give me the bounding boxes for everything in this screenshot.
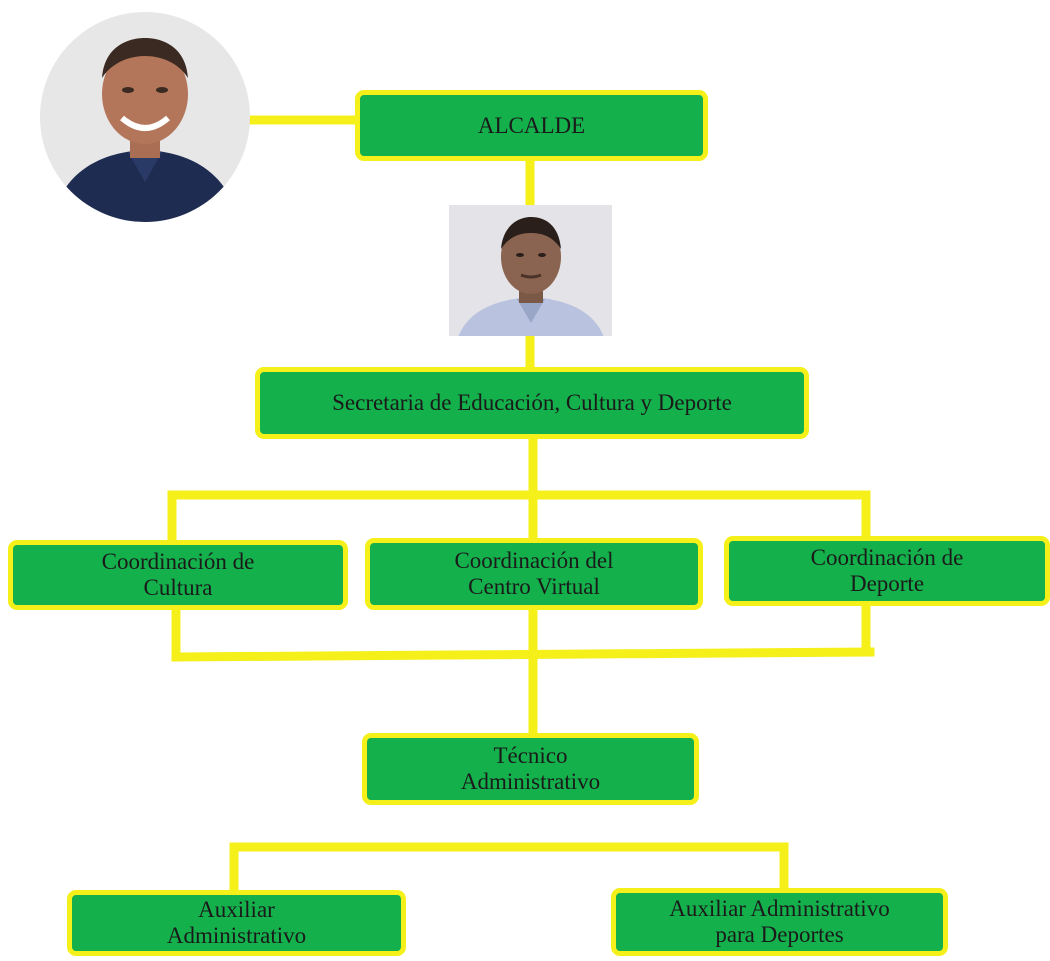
alcalde-box: ALCALDE [355,90,708,161]
secretaria-label: Secretaria de Educación, Cultura y Depor… [332,390,732,415]
coord-deporte-line-1: Coordinación de [810,545,964,570]
coord-centro-line-2: Centro Virtual [468,574,600,599]
tecnico-line-1: Técnico [493,743,568,768]
coord-centro-line-1: Coordinación del [454,548,614,573]
auxiliar-box: Auxiliar Administrativo [67,890,406,956]
auxiliar-deportes-box: Auxiliar Administrativo para Deportes [611,888,948,956]
auxiliar-deportes-line-1: Auxiliar Administrativo [669,896,890,921]
tecnico-line-2: Administrativo [460,769,601,794]
coord-deporte-box: Coordinación de Deporte [724,536,1050,606]
coord-cultura-line-2: Cultura [143,575,213,600]
auxiliar-line-2: Administrativo [166,923,307,948]
auxiliar-deportes-line-2: para Deportes [715,922,844,947]
alcalde-label: ALCALDE [477,112,586,138]
coord-cultura-line-1: Coordinación de [101,549,255,574]
secretary-photo [449,205,612,336]
connector-bottom-bar [171,647,875,662]
secretaria-box: Secretaria de Educación, Cultura y Depor… [255,367,809,439]
coord-centro-virtual-box: Coordinación del Centro Virtual [365,538,703,610]
tecnico-box: Técnico Administrativo [362,733,699,805]
coord-deporte-line-2: Deporte [849,571,925,596]
auxiliar-line-1: Auxiliar [198,897,275,922]
mayor-photo [40,12,250,222]
coord-cultura-box: Coordinación de Cultura [8,540,348,610]
